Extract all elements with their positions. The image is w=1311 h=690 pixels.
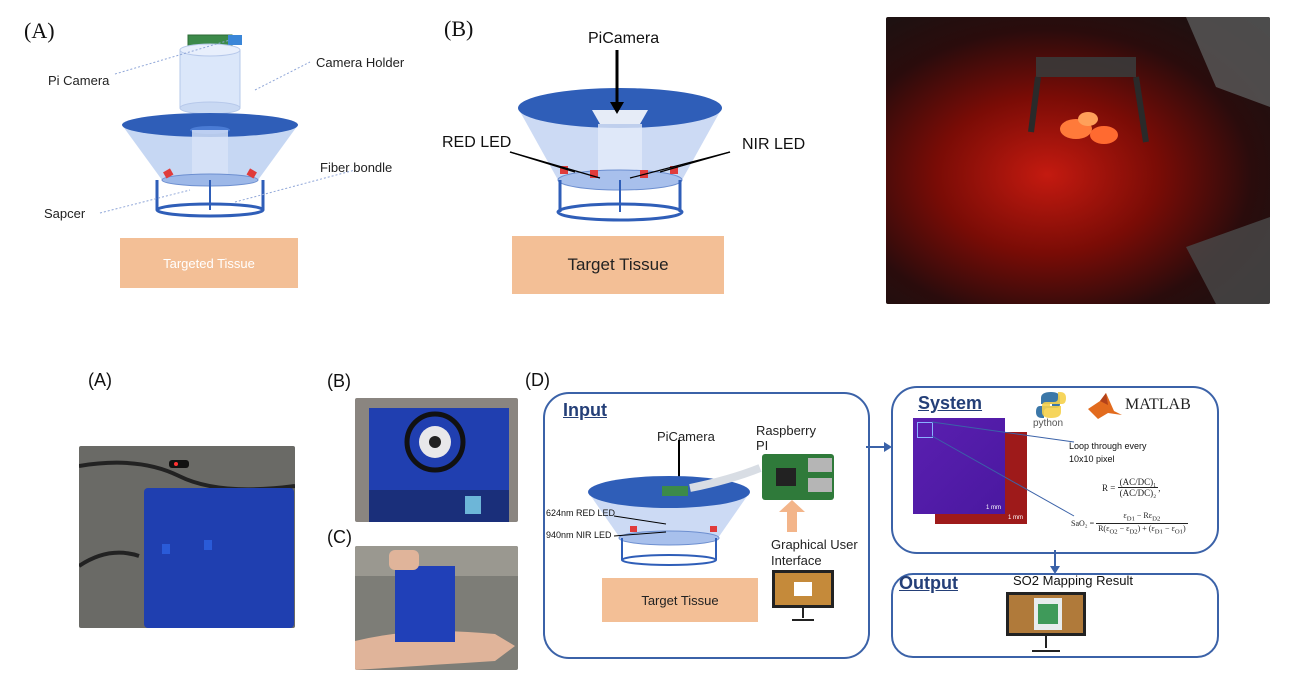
device-photo-box-top <box>79 446 295 628</box>
python-logo-icon <box>1036 390 1066 420</box>
label-red-led-b: RED LED <box>442 134 512 151</box>
gui-monitor-icon <box>772 570 834 622</box>
nir-channel-image: 1 mm <box>913 418 1005 514</box>
pixel-window <box>917 422 933 438</box>
system-title: System <box>918 393 983 413</box>
scale-bar-label-red: 1 mm <box>1008 515 1023 521</box>
leader-lines-a <box>99 39 356 214</box>
input-picamera-label: PiCamera <box>657 429 715 444</box>
input-pi-label: PI <box>756 438 769 453</box>
label-fiber: Fiber bondle <box>320 160 393 175</box>
panel-letter-b-bottom: (B) <box>327 371 351 391</box>
panel-letter-d-bottom: (D) <box>525 370 550 390</box>
input-gui-label: Graphical User <box>771 537 858 552</box>
output-result-label: SO2 Mapping Result <box>1013 573 1133 588</box>
device-photo-hand <box>355 546 518 670</box>
input-gui-label-2: Interface <box>771 553 822 568</box>
input-title: Input <box>563 400 607 420</box>
arrow-system-to-output <box>1050 550 1060 574</box>
tissue-block-a: Targeted Tissue <box>120 238 298 288</box>
label-spacer: Sapcer <box>44 206 86 221</box>
label-pi-camera: Pi Camera <box>48 73 110 88</box>
matlab-label: MATLAB <box>1125 396 1191 413</box>
device-diagram-a <box>100 30 320 290</box>
zoom-lines <box>931 421 1075 517</box>
led-arrows-b <box>509 151 731 179</box>
panel-letter-c-bottom: (C) <box>327 527 352 547</box>
scale-bar-label-nir: 1 mm <box>986 505 1001 511</box>
device-photo-ring <box>355 398 518 522</box>
tissue-block-b: Target Tissue <box>512 236 724 294</box>
matlab-logo-icon <box>1088 391 1122 419</box>
loop-text-2: 10x10 pixel <box>1069 454 1115 464</box>
panel-letter-a-top: (A) <box>24 18 55 43</box>
device-photo-red-light <box>886 17 1270 304</box>
arrow-input-to-system <box>866 442 892 452</box>
panel-letter-a-bottom: (A) <box>88 370 112 390</box>
label-picamera-b: PiCamera <box>588 30 660 47</box>
raspberry-pi-icon <box>689 454 834 500</box>
input-tissue-label: Target Tissue <box>641 592 719 608</box>
panel-letter-b-top: (B) <box>444 16 474 41</box>
label-camera-holder: Camera Holder <box>316 55 405 70</box>
loop-text-1: Loop through every <box>1069 441 1147 451</box>
label-nir-led-b: NIR LED <box>742 136 806 153</box>
equation-r: R = (AC/DC)₁(AC/DC)₂, <box>1102 477 1161 498</box>
python-label: python <box>1033 418 1064 429</box>
input-tissue-block: Target Tissue <box>602 578 758 622</box>
tissue-label-a: Targeted Tissue <box>163 255 255 271</box>
output-monitor-icon <box>1006 592 1086 654</box>
output-title: Output <box>899 573 958 593</box>
led-pointer-lines <box>613 515 667 537</box>
input-device-diagram <box>578 440 758 568</box>
up-arrow-icon <box>779 500 805 532</box>
input-raspberry-label: Raspberry <box>756 423 816 438</box>
device-diagram-b <box>500 50 740 240</box>
input-nir-led-label: 940nm NIR LED <box>546 530 612 540</box>
tissue-label-b: Target Tissue <box>567 255 669 274</box>
input-red-led-label: 624nm RED LED <box>546 508 616 518</box>
